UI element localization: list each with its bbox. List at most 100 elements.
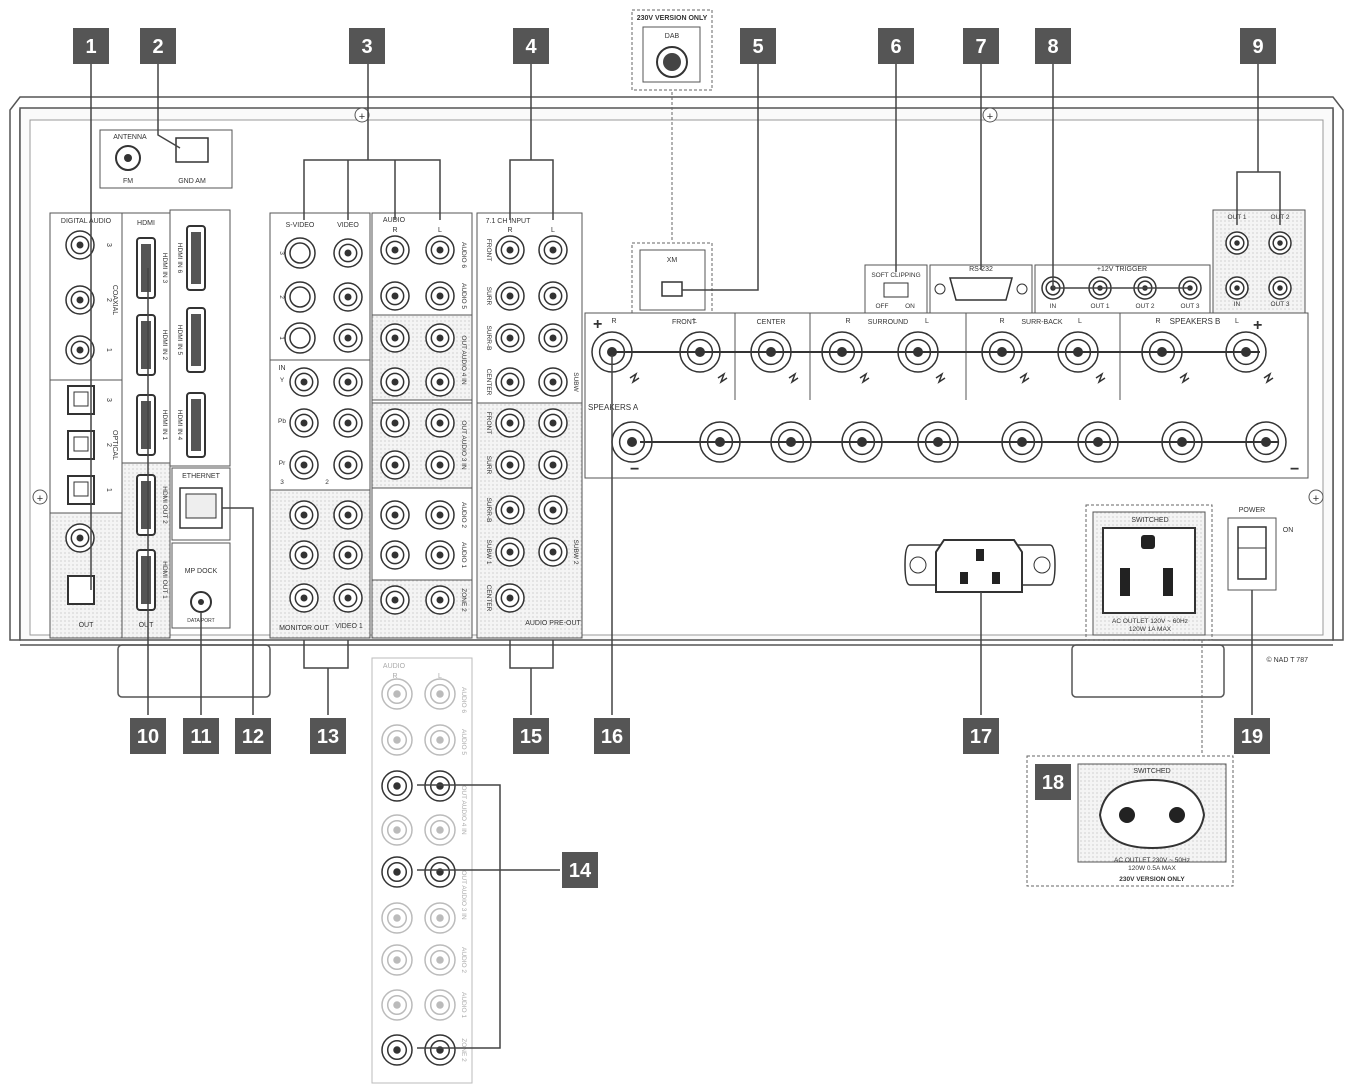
hdmi-port [186, 392, 206, 458]
ir-jack-label: IN [1234, 301, 1241, 308]
trigger-title: +12V TRIGGER [1097, 266, 1147, 273]
hdmi-title: HDMI [137, 220, 155, 227]
speakers-a-label: SPEAKERS A [588, 403, 639, 412]
antenna-section: ANTENNA FM GND AM [99, 129, 233, 189]
ir-jack [1225, 276, 1249, 300]
callout-number: 10 [137, 726, 159, 748]
coaxial-jack [65, 335, 95, 365]
speaker-r-label: R [999, 318, 1004, 325]
audio-jack [425, 450, 455, 480]
pr-label: Pr [279, 460, 286, 467]
audio-row-label: ZONE 2 [460, 588, 467, 612]
us-outlet-text2: 120W 1A MAX [1129, 626, 1172, 633]
zoom-row-label: ZONE 2 [460, 1038, 467, 1062]
trigger-jack-label: OUT 3 [1180, 303, 1199, 310]
leader-line [509, 640, 554, 715]
callout-4: 4 [513, 28, 549, 64]
gnd-am-label: GND AM [178, 178, 206, 185]
zoom-l-label: L [438, 673, 442, 680]
zoom-audio-jack [424, 902, 456, 934]
dab-module: 230V VERSION ONLY DAB [631, 9, 713, 240]
callout-3: 3 [349, 28, 385, 64]
svideo-label: S-VIDEO [286, 222, 315, 229]
trigger-jack-label: OUT 2 [1135, 303, 1154, 310]
center-label: CENTER [757, 319, 786, 326]
input-l-label: L [551, 227, 555, 234]
preout-row-label: SUBW 1 [485, 540, 492, 565]
callout-number: 17 [970, 726, 992, 748]
hdmi-port-label: HDMI IN 1 [161, 410, 168, 441]
audio-jack [380, 281, 410, 311]
video-number: 1 [278, 336, 285, 340]
xm-module: XM [631, 242, 713, 314]
audio-jack [380, 450, 410, 480]
video-number: 3 [280, 479, 284, 486]
audio-row-label: OUT AUDIO 4 IN [460, 335, 467, 385]
hdmi-port-label: HDMI OUT 1 [161, 561, 168, 599]
component-jack [289, 367, 319, 397]
callout-7: 7 [963, 28, 999, 64]
leader-line [222, 507, 254, 715]
optical-label: OPTICAL [111, 430, 118, 460]
callout-2: 2 [140, 28, 176, 64]
audio-l-label: L [438, 227, 442, 234]
zoom-row-label: AUDIO 1 [460, 992, 467, 1018]
hdmi-port [136, 314, 156, 376]
input-71-jack [495, 367, 525, 397]
hdmi-port [136, 549, 156, 611]
callout-number: 13 [317, 726, 339, 748]
preout-jack [495, 583, 525, 613]
hdmi-port-label: HDMI IN 3 [161, 253, 168, 284]
dab-version-label: 230V VERSION ONLY [637, 15, 708, 22]
hdmi-port-label: HDMI OUT 2 [161, 486, 168, 524]
callout-number: 8 [1047, 36, 1058, 58]
lightning-icon [1179, 372, 1190, 384]
component-jack [289, 450, 319, 480]
svideo-jack [284, 237, 316, 269]
optical-port [67, 430, 95, 460]
svg-text:+: + [359, 111, 365, 123]
input-71-jack [495, 235, 525, 265]
svideo-jack [284, 281, 316, 313]
coaxial-number: 3 [105, 243, 112, 247]
speaker-minus-left: − [630, 461, 639, 478]
digital-audio-title: DIGITAL AUDIO [61, 218, 112, 225]
svg-text:+: + [987, 111, 993, 123]
speaker-plus-right: + [1253, 317, 1262, 334]
callout-11: 11 [183, 718, 219, 754]
svg-text:+: + [37, 493, 43, 505]
audio-jack [380, 235, 410, 265]
speaker-minus-right: − [1290, 461, 1299, 478]
speaker-post-positive [591, 331, 633, 373]
callout-number: 7 [975, 36, 986, 58]
trigger-jack-label: OUT 1 [1090, 303, 1109, 310]
surround-label: SURROUND [868, 319, 908, 326]
coaxial-jack [65, 230, 95, 260]
video-number: 2 [278, 295, 285, 299]
callout-number: 12 [242, 726, 264, 748]
audio-row-label: OUT AUDIO 3 IN [460, 420, 467, 470]
preout-row-label: SURR [485, 456, 492, 475]
audio-jack [380, 408, 410, 438]
speaker-l-label: L [1235, 318, 1239, 325]
svideo-jack [284, 322, 316, 354]
eu-switched-label: SWITCHED [1133, 768, 1170, 775]
callout-19: 19 [1234, 718, 1270, 754]
power-inlet [904, 539, 1056, 593]
callout-18: 18 [1035, 764, 1071, 800]
ir-jack-label: OUT 3 [1270, 301, 1289, 308]
callout-number: 11 [190, 726, 211, 748]
ir-jack [1225, 231, 1249, 255]
audio-r-label: R [392, 227, 397, 234]
coaxial-label: COAXIAL [111, 285, 118, 315]
input-71-jack [495, 323, 525, 353]
leader-line [417, 784, 560, 1049]
audio-jack [380, 540, 410, 570]
speaker-r-label: R [611, 318, 616, 325]
callout-number: 19 [1241, 726, 1263, 748]
leader-line [1236, 60, 1281, 225]
coaxial-jack [65, 285, 95, 315]
